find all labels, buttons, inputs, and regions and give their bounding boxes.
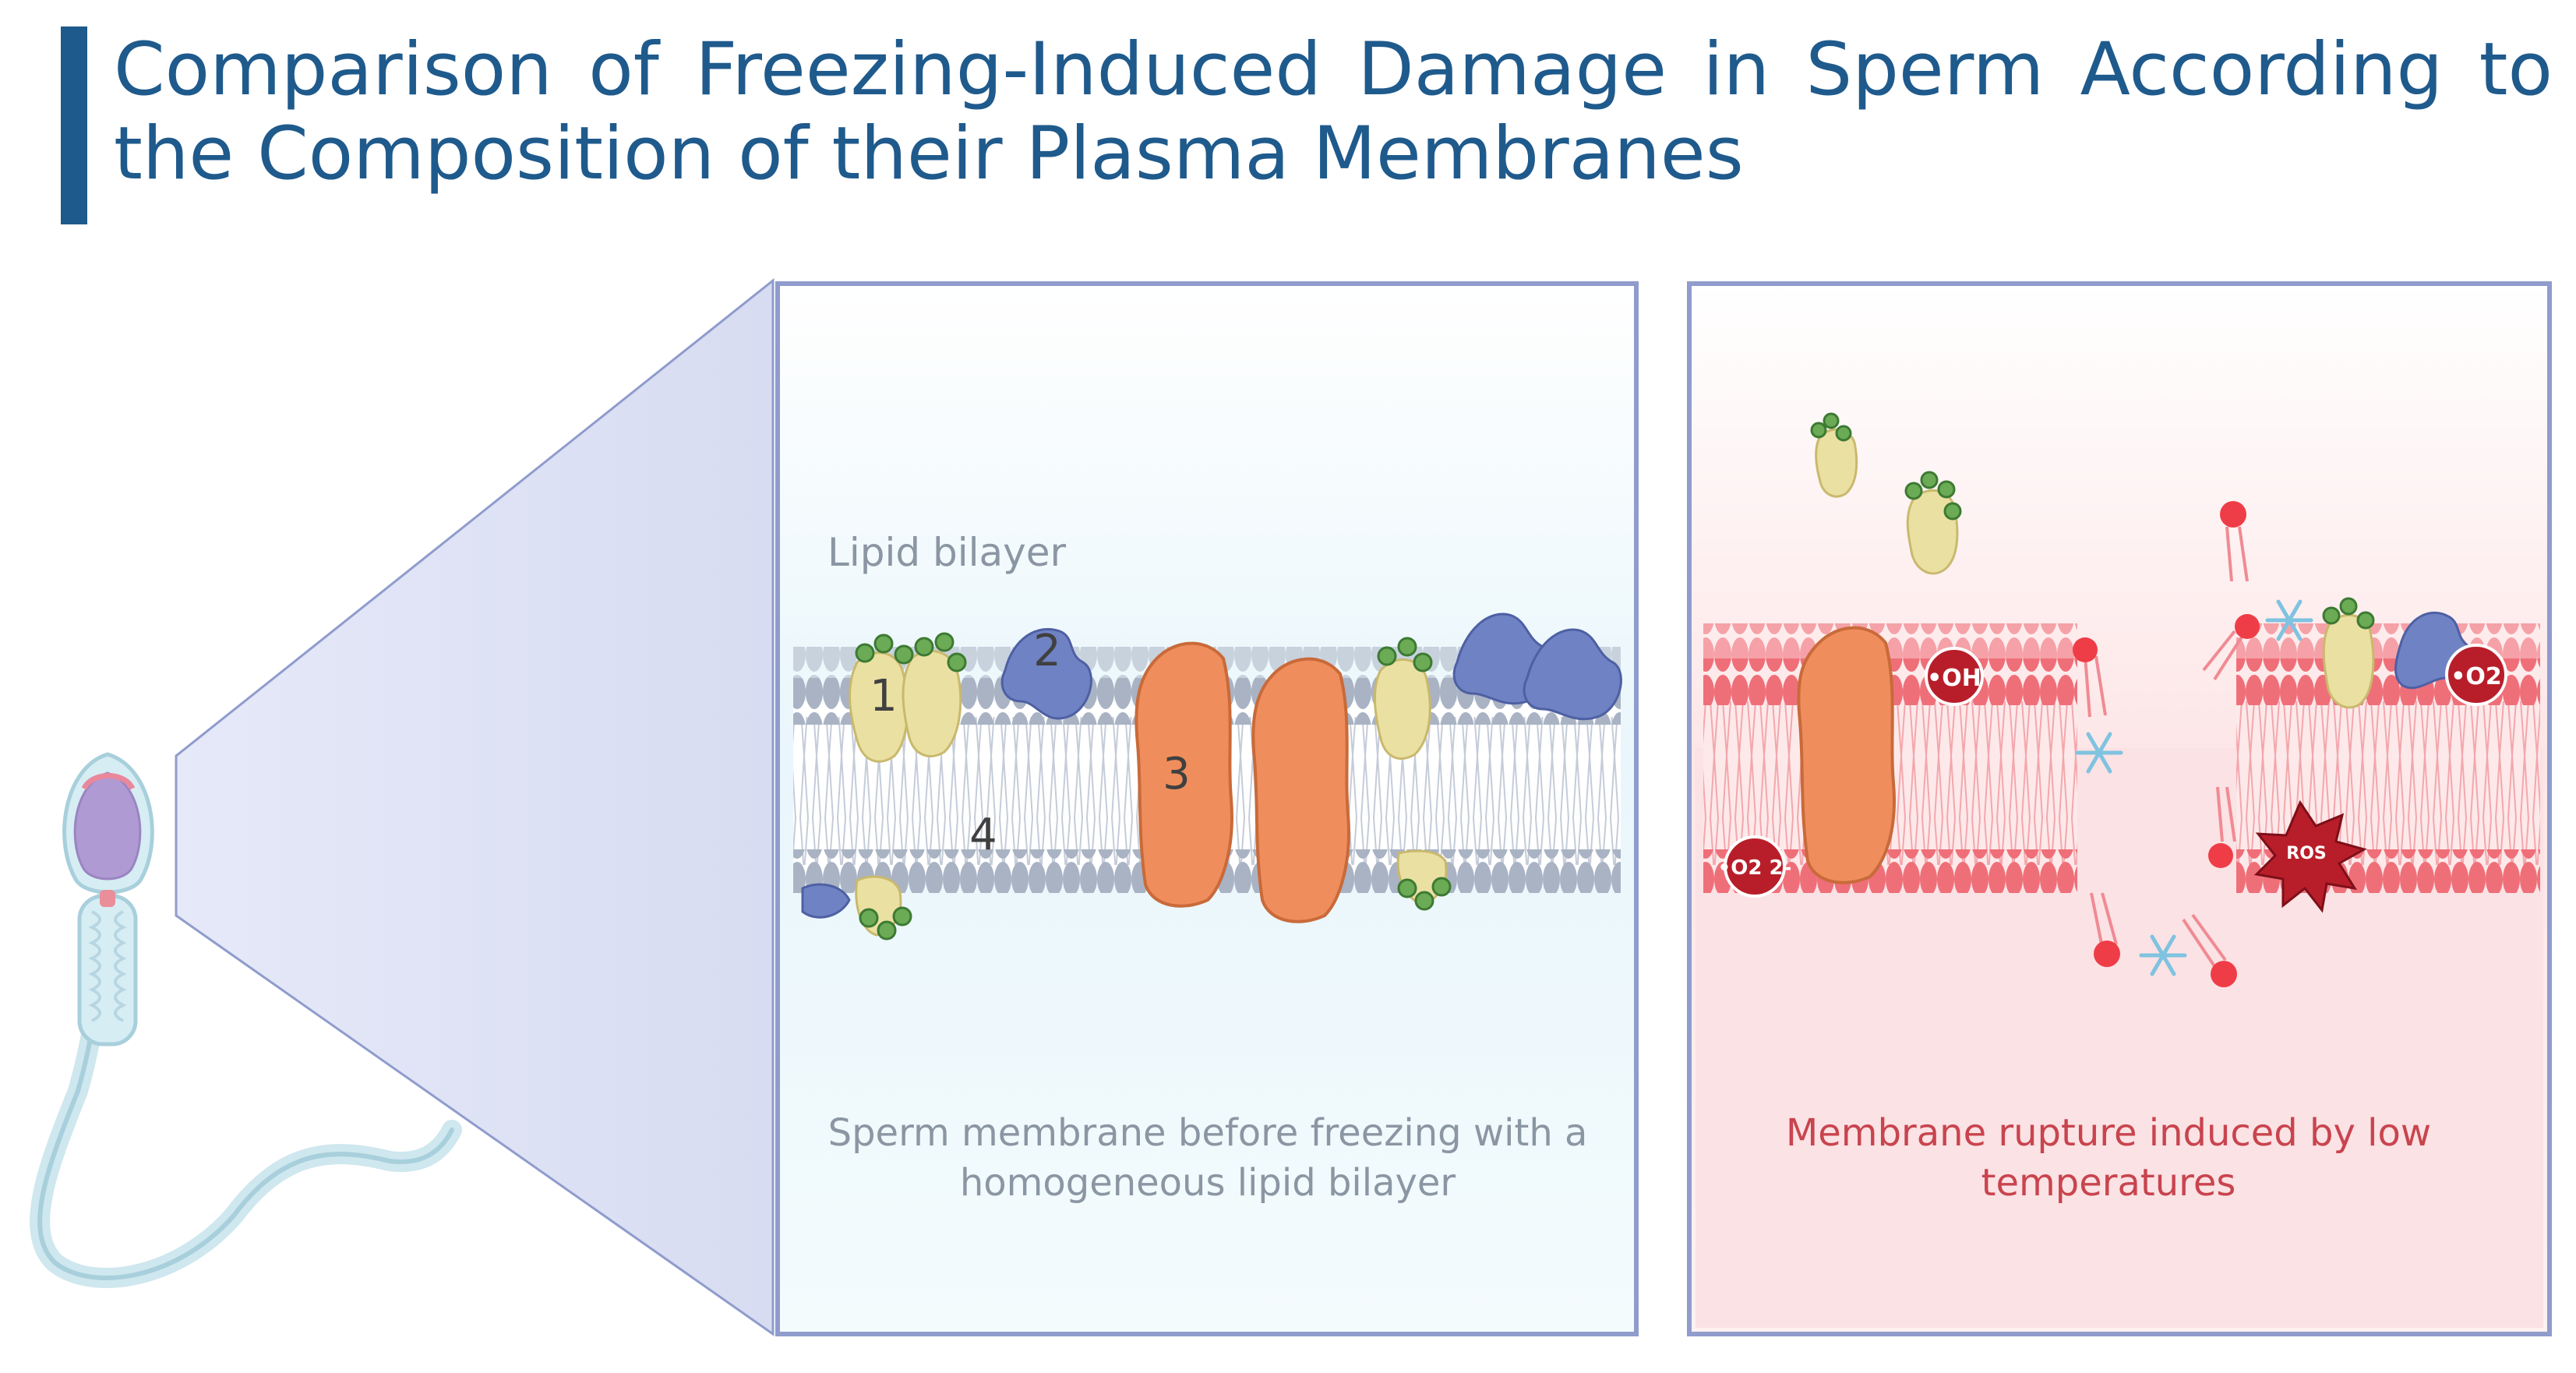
lower-leaflet-proteins	[801, 849, 1452, 941]
caption-after-freezing: Membrane rupture induced by low temperat…	[1785, 1111, 2432, 1205]
phospholipid-heads	[2073, 501, 2260, 987]
orange-protein-1	[1134, 641, 1233, 908]
yellow-protein-group-1	[849, 632, 967, 763]
orange-protein-damaged	[1797, 626, 1896, 884]
detached-protein-1	[1810, 412, 1858, 498]
marker-4: 4	[969, 810, 997, 860]
page-title: Comparison of Freezing-Induced Damage in…	[114, 27, 2553, 196]
superoxide-radical-left: •O2 2-	[1718, 835, 1792, 898]
ruptured-bilayer-right-fragment	[2236, 623, 2540, 893]
superoxide-radical-right: •O2	[2445, 644, 2507, 706]
loose-phospholipids	[2084, 526, 2249, 968]
caption-before-freezing: Sperm membrane before freezing with a ho…	[827, 1111, 1588, 1205]
snowflake-icon	[2075, 599, 2313, 976]
hydroxyl-radical: •OH	[1925, 647, 1984, 706]
blue-protein-2	[1452, 612, 1622, 721]
zoom-projection	[175, 277, 775, 1336]
blue-protein-1	[1000, 627, 1092, 720]
marker-1: 1	[870, 671, 898, 722]
marker-2: 2	[1033, 626, 1061, 676]
title-accent-bar	[61, 26, 87, 224]
svg-text:•O2 2-: •O2 2-	[1718, 856, 1792, 880]
yellow-protein-right	[2322, 597, 2375, 709]
svg-text:•O2: •O2	[2451, 663, 2502, 690]
svg-text:•OH: •OH	[1927, 665, 1981, 692]
orange-protein-2	[1251, 657, 1350, 923]
sperm-cell-illustration	[30, 752, 462, 1288]
detached-protein-2	[1904, 471, 1962, 575]
yellow-protein-2	[1374, 637, 1433, 760]
ros-burst-icon: ROS	[2253, 799, 2367, 913]
ros-label: ROS	[2286, 844, 2327, 863]
lipid-bilayer-label: Lipid bilayer	[827, 530, 1067, 575]
marker-3: 3	[1163, 749, 1191, 799]
